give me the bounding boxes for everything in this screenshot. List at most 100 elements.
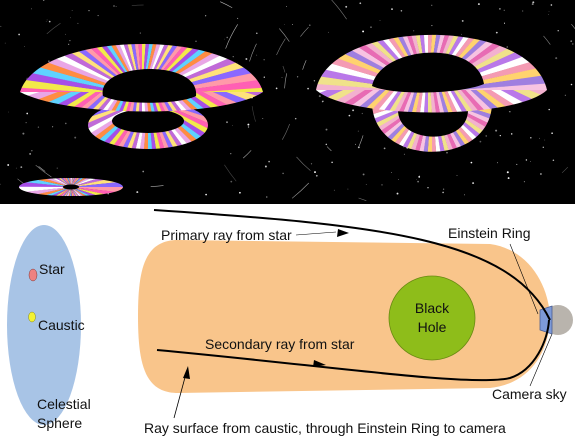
disk-wedge [428,90,547,113]
star-dot [262,118,264,119]
disk-wedge [20,44,142,92]
disk-wedge [142,44,263,92]
star-dot [24,45,25,47]
disk-wedge [316,34,428,90]
star-dot [550,4,553,6]
disk-wedge [142,60,263,92]
star-dot [522,10,524,12]
star-dot [477,3,480,6]
star-dot [555,57,558,60]
star-dot [7,164,10,166]
disk-wedge [20,44,142,92]
star-dot [113,5,115,7]
disk-wedge [428,90,547,113]
star-dot [230,180,233,183]
star-dot [263,76,265,78]
caustic-label: Caustic [38,317,85,333]
star-dot [456,175,458,176]
star-dot [31,8,32,10]
disk-wedge [142,92,263,112]
disk-wedge [432,96,492,152]
streak [200,219,227,228]
star-dot [230,153,232,155]
star-dot [503,9,505,11]
star-dot [570,40,572,42]
disk-wedge [316,34,428,90]
star-dot [357,130,359,132]
disk-wedge [19,186,71,195]
star-dot [314,171,316,174]
streak [296,156,311,171]
disk-wedge [432,96,492,152]
streak [276,38,286,56]
star-dot [286,6,287,7]
star-dot [256,32,258,34]
disk-wedge [148,101,198,149]
disk-wedge [142,44,263,92]
star-dot [224,38,225,40]
disk-wedge [432,96,483,152]
star-dot [548,108,550,111]
star-dot [391,8,393,10]
disk-wedge [428,34,547,90]
streak [568,213,575,219]
star-dot [310,163,313,165]
star-dot [25,122,27,124]
star-dot [29,153,31,155]
disk-wedge [428,90,547,113]
disk-wedge [142,92,263,112]
star-dot [461,33,462,35]
star-dot [195,40,197,43]
star-dot [18,33,20,36]
ray-surface-pointer-head [183,366,190,379]
disk-wedge [148,101,208,149]
disk-wedge [428,34,547,90]
star-dot [226,121,228,124]
rendered-sky-panel [0,0,575,228]
star-dot [69,39,71,42]
disk-wedge [19,178,71,187]
streak [224,164,237,182]
star-dot [313,80,316,82]
streak [220,1,233,8]
disk-wedge [142,92,263,112]
streak [243,150,252,159]
streak [279,28,290,42]
disk-wedge [372,96,432,152]
star-dot [237,17,239,19]
star-dot [495,129,498,132]
streak [571,24,575,30]
star-dot [226,36,228,39]
star-dot [357,146,360,149]
star-dot [403,153,405,155]
star-dot [331,161,333,164]
star-dot [8,111,9,113]
star-dot [237,62,238,64]
disk-wedge [316,90,428,113]
disk-wedge [428,34,547,90]
streak [284,73,287,89]
disk-wedge [432,96,470,152]
streak [326,146,332,152]
star-dot [530,161,531,162]
star-dot [499,134,501,137]
disk-wedge [316,90,428,113]
star-dot [282,172,284,175]
star-dot [247,123,250,126]
star-dot [315,174,318,177]
star-dot [362,30,365,33]
star-dot [499,8,501,10]
streak [251,106,256,122]
einstein-ring-pointer [509,243,539,315]
secondary-ray-label: Secondary ray from star [205,336,355,352]
star-dot [48,60,50,62]
disk-wedge [142,44,263,92]
disk-wedge [142,44,263,92]
disk-wedge [20,44,142,92]
streak [302,60,307,70]
disk-wedge [142,44,263,92]
celestial-sphere [7,225,81,425]
disk-wedge [71,179,123,188]
black-hole [388,275,476,361]
star-dot [564,94,566,96]
